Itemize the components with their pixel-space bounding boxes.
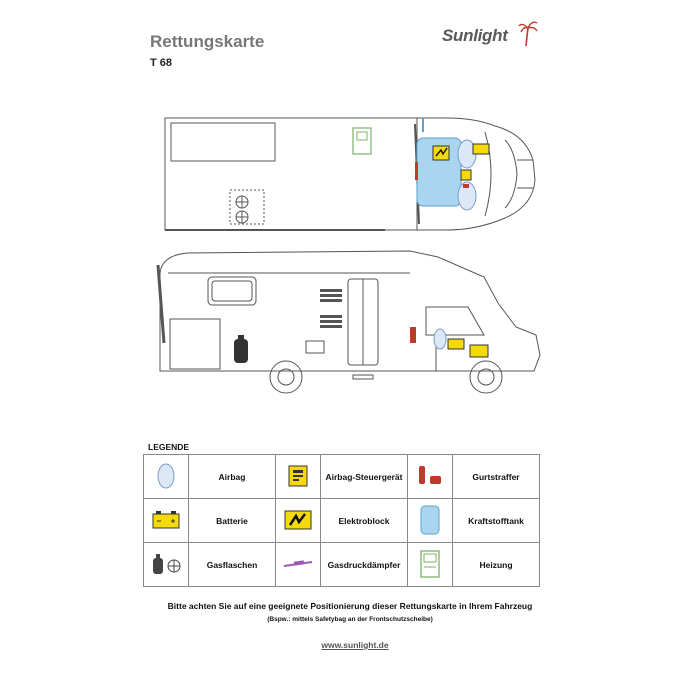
legend-cell-icon xyxy=(275,454,321,499)
top-battery xyxy=(472,143,490,155)
gas-bottle-top-1 xyxy=(235,195,249,209)
legend-label-electrical-block: Elektroblock xyxy=(320,498,408,543)
legend-label-gas-damper: Gasdruckdämpfer xyxy=(320,542,408,587)
side-gas-bottle xyxy=(234,335,248,363)
gas-damper-icon xyxy=(283,559,313,567)
website-link[interactable]: www.sunlight.de xyxy=(321,640,389,650)
legend-cell-icon xyxy=(143,542,189,587)
battery-icon xyxy=(152,510,180,528)
airbag-control-unit-icon xyxy=(288,465,308,486)
side-cab-window xyxy=(425,306,485,336)
electrical-block-icon xyxy=(284,510,312,529)
top-belt-tensioner-2 xyxy=(415,162,418,180)
legend-label-heater: Heizung xyxy=(452,542,540,587)
legend-table: Airbag Airbag-Steuergerät Gurtstraffer B… xyxy=(143,454,540,587)
top-cab-outline xyxy=(416,117,536,231)
legend-label-airbag: Airbag xyxy=(188,454,276,499)
side-battery-2 xyxy=(469,344,489,358)
side-front-wheel xyxy=(469,360,503,394)
fuel-tank-icon xyxy=(420,505,440,534)
top-belt-tensioner xyxy=(463,184,469,188)
legend-title: LEGENDE xyxy=(148,442,190,452)
legend-cell-icon xyxy=(275,498,321,543)
legend-label-airbag-control-unit: Airbag-Steuergerät xyxy=(320,454,408,499)
palm-tree-icon xyxy=(518,21,538,47)
top-bed-area xyxy=(170,122,276,162)
top-airbag-passenger xyxy=(457,181,477,211)
side-window xyxy=(207,276,257,306)
heater-icon xyxy=(420,549,440,578)
top-electrical-block xyxy=(432,145,450,161)
gas-bottle-icon xyxy=(153,553,181,574)
gas-bottle-top-2 xyxy=(235,210,249,224)
legend-label-gas-bottles: Gasflaschen xyxy=(188,542,276,587)
legend-cell-icon xyxy=(143,454,189,499)
sunlight-logo: Sunlight xyxy=(440,18,540,50)
legend-label-fuel-tank: Kraftstofftank xyxy=(452,498,540,543)
legend-cell-icon xyxy=(143,498,189,543)
top-gas-locker xyxy=(229,189,265,225)
belt-tensioner-icon xyxy=(419,465,441,484)
vehicle-top-view xyxy=(164,117,536,231)
side-belt-tensioner xyxy=(410,327,416,343)
heater-top xyxy=(352,127,372,155)
legend-row: Gasflaschen Gasdruckdämpfer Heizung xyxy=(143,542,540,587)
legend-cell-icon xyxy=(407,542,453,587)
legend-cell-icon xyxy=(275,542,321,587)
positioning-note-example: (Bspw.: mittels Safetybag an der Frontsc… xyxy=(267,616,433,623)
top-airbag-control-unit xyxy=(460,169,472,181)
side-garage-door xyxy=(169,318,221,370)
vehicle-model: T 68 xyxy=(150,57,173,69)
legend-label-battery: Batterie xyxy=(188,498,276,543)
page-title: Rettungskarte xyxy=(150,32,265,51)
vehicle-side-view xyxy=(156,250,541,394)
side-body-outline xyxy=(159,250,541,372)
legend-label-belt-tensioner: Gurtstraffer xyxy=(452,454,540,499)
side-step xyxy=(352,374,374,380)
side-battery-1 xyxy=(447,338,465,350)
top-body-outline xyxy=(164,117,418,231)
positioning-note: Bitte achten Sie auf eine geeignete Posi… xyxy=(167,601,533,611)
legend-row: Airbag Airbag-Steuergerät Gurtstraffer xyxy=(143,454,540,499)
legend-cell-icon xyxy=(407,498,453,543)
side-service-hatch xyxy=(305,340,325,354)
airbag-icon xyxy=(157,463,175,488)
logo-text: Sunlight xyxy=(442,26,508,45)
legend-row: Batterie Elektroblock Kraftstofftank xyxy=(143,498,540,543)
side-rear-wheel xyxy=(269,360,303,394)
side-airbag xyxy=(433,328,447,350)
legend-cell-icon xyxy=(407,454,453,499)
